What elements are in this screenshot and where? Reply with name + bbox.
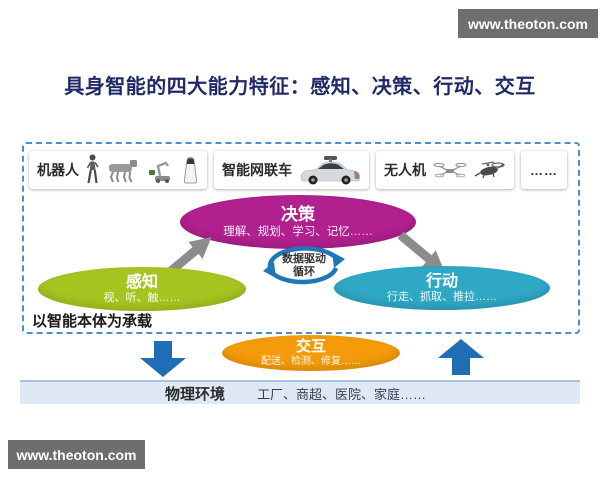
robot-arm-icon — [147, 157, 175, 183]
interaction-label: 交互 — [295, 338, 326, 356]
humanoid-robot-icon — [86, 154, 99, 186]
decision-label: 决策 — [281, 204, 315, 224]
arrow-to-environment — [140, 341, 186, 382]
connected-car-label: 智能网联车 — [222, 162, 292, 178]
action-label: 行动 — [425, 273, 458, 291]
capability-action: 行动 行走、抓取、推拉…… — [334, 266, 550, 310]
service-robot-icon — [182, 156, 199, 185]
robots-label: 机器人 — [37, 162, 79, 178]
environment-label: 物理环境 — [165, 385, 226, 403]
capability-perception: 感知 视、听、触…… — [38, 267, 246, 311]
page-title: 具身智能的四大能力特征：感知、决策、行动、交互 — [64, 76, 536, 98]
watermark-top-right: www.theoton.com — [458, 9, 598, 38]
decision-detail: 理解、规划、学习、记忆…… — [223, 225, 373, 238]
data-driven-cycle: 数据驱动 循环 — [262, 240, 346, 292]
carrier-caption: 以智能本体为承载 — [32, 313, 153, 330]
physical-environment-bar: 物理环境 工厂、商超、医院、家庭…… — [20, 380, 580, 404]
embodied-carrier-box: 机器人 — [22, 142, 580, 334]
perception-detail: 视、听、触…… — [103, 291, 181, 304]
action-detail: 行走、抓取、推拉…… — [387, 290, 497, 303]
perception-label: 感知 — [125, 274, 158, 292]
watermark-text: www.theoton.com — [16, 446, 137, 463]
cycle-arrows-icon — [263, 246, 345, 285]
quadcopter-drone-icon — [433, 160, 467, 180]
more-carriers-card: …… — [521, 151, 567, 189]
carrier-row: 机器人 — [29, 151, 567, 189]
capability-decision: 决策 理解、规划、学习、记忆…… — [180, 195, 416, 249]
drones-label: 无人机 — [384, 162, 426, 178]
arrow-from-environment — [438, 339, 484, 380]
autonomous-car-icon — [299, 155, 361, 185]
interaction-detail: 配送、检测、修复…… — [261, 355, 361, 367]
more-carriers-label: …… — [530, 162, 558, 178]
helicopter-drone-icon — [474, 159, 506, 181]
watermark-text: www.theoton.com — [467, 15, 589, 32]
cycle-label: 数据驱动 循环 — [282, 253, 326, 278]
robots-card: 机器人 — [29, 151, 207, 189]
drones-card: 无人机 — [376, 151, 514, 189]
connected-car-card: 智能网联车 — [214, 151, 369, 189]
watermark-bottom-left: www.theoton.com — [8, 440, 145, 469]
arrow-decision-to-action — [390, 227, 452, 285]
environment-detail: 工厂、商超、医院、家庭…… — [257, 386, 427, 402]
quadruped-robot-icon — [106, 156, 140, 184]
capability-interaction: 交互 配送、检测、修复…… — [222, 335, 400, 371]
